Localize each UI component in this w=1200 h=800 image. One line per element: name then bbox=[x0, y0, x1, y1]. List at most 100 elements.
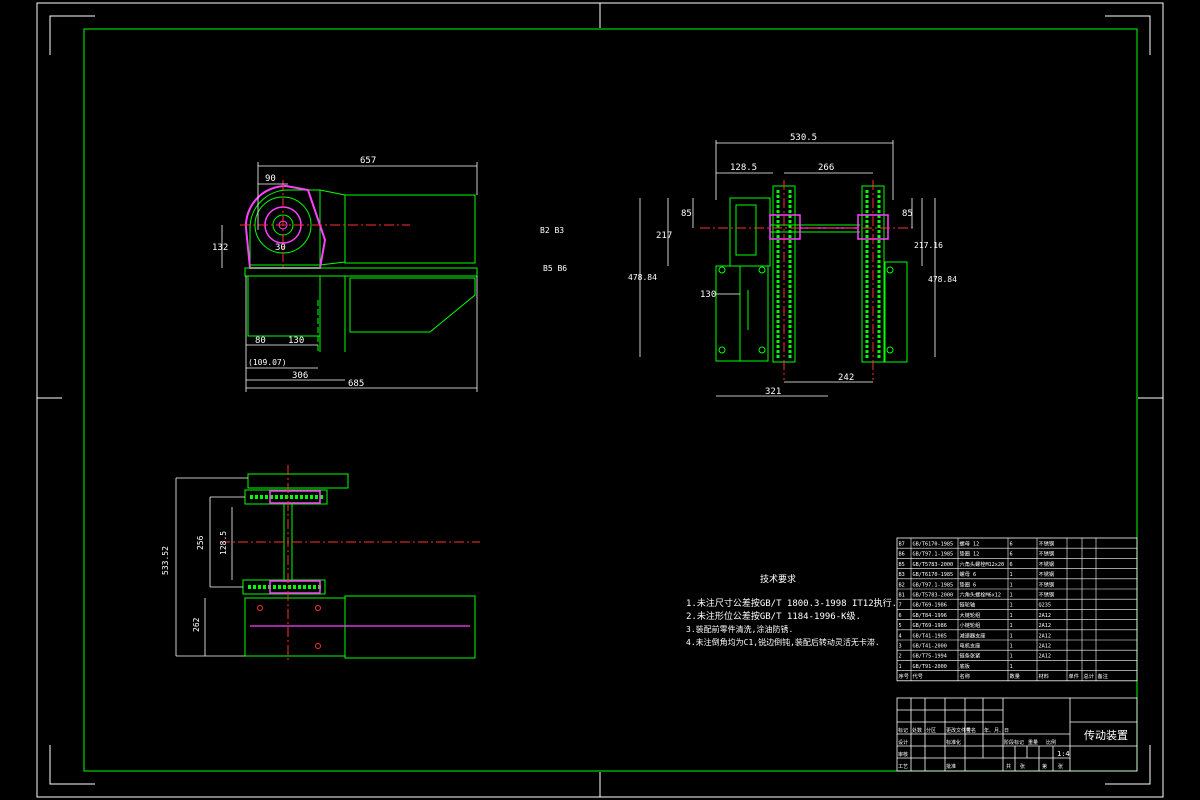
dim-front-132: 132 bbox=[212, 243, 228, 253]
tb-date: 年、月、日 bbox=[984, 727, 1009, 734]
bom-cell-code: GB/T5783-2000 bbox=[913, 593, 954, 599]
tb-sheets-2: 张 bbox=[1058, 763, 1063, 770]
title-block-text: 标记 处数 分区 更改文件号 签名 年、月、日 设计 标准化 阶段标记 重量 比… bbox=[898, 727, 1063, 770]
bom-cell-code: GB/T6170-1985 bbox=[913, 542, 954, 548]
side-dimlines bbox=[639, 140, 936, 397]
top-motor-base bbox=[244, 595, 476, 659]
bom-header-w1: 单件 bbox=[1069, 672, 1079, 680]
dim-front-657: 657 bbox=[360, 156, 376, 166]
bom-header-no: 序号 bbox=[899, 672, 909, 680]
bom-cell-mat: 2A12 bbox=[1039, 654, 1052, 660]
bom-cell-qty: 6 bbox=[1010, 562, 1013, 568]
bom-cell-no: 5 bbox=[899, 623, 902, 629]
bom-cell-name: 链条张紧 bbox=[960, 652, 981, 660]
bom-cell-mat: 2A12 bbox=[1039, 633, 1052, 639]
top-centerlines bbox=[220, 465, 480, 660]
dim-front-90: 90 bbox=[265, 174, 276, 184]
bom-cell-code: GB/T69-1986 bbox=[913, 623, 947, 629]
scale-value: 1:4 bbox=[1057, 750, 1070, 758]
drawing-name: 传动装置 bbox=[1084, 729, 1128, 742]
bom-cell-qty: 1 bbox=[1010, 572, 1013, 578]
top-view: 533.52 256 128.5 262 bbox=[161, 465, 480, 660]
bom-cell-no: B6 bbox=[899, 552, 905, 558]
dim-front-306: 306 bbox=[292, 371, 308, 381]
dim-front-30: 30 bbox=[275, 243, 286, 253]
section-mark-b5b6: B5 B6 bbox=[543, 264, 567, 273]
inner-border bbox=[83, 28, 1138, 772]
bom-cell-no: B3 bbox=[899, 572, 905, 578]
bom-cell-qty: 1 bbox=[1010, 654, 1013, 660]
chain-housing bbox=[249, 189, 346, 266]
bom-cell-mat: 不锈钢 bbox=[1039, 540, 1055, 548]
tech-req-item-3: 3.装配前零件清洗,涂油防锈. bbox=[686, 624, 793, 634]
dim-side-266: 266 bbox=[818, 163, 834, 173]
dim-side-85-right: 85 bbox=[902, 209, 913, 219]
dim-side-530: 530.5 bbox=[790, 133, 817, 143]
tech-req-item-4: 4.未注倒角均为C1,锐边倒钝,装配后转动灵活无卡滞. bbox=[686, 637, 880, 647]
chain-loop bbox=[244, 184, 327, 269]
bom-cell-no: B7 bbox=[899, 542, 905, 548]
bom-cell-code: GB/T69-1986 bbox=[913, 603, 947, 609]
bom-cell-no: B2 bbox=[899, 582, 905, 588]
dim-side-217-16: 217.16 bbox=[914, 241, 943, 250]
bom-cell-mat: 不锈钢 bbox=[1039, 560, 1055, 568]
bom-cell-code: GB/T6170-1985 bbox=[913, 572, 954, 578]
tb-review: 审核 bbox=[898, 751, 908, 758]
bom-cell-qty: 6 bbox=[1010, 552, 1013, 558]
tech-req-item-2: 2.未注形位公差按GB/T 1184-1996-K级. bbox=[686, 610, 861, 622]
tb-sheet-no: 第 bbox=[1042, 763, 1047, 770]
bom-cell-code: GB/T41-2000 bbox=[913, 644, 947, 650]
tb-scale-label: 比例 bbox=[1046, 739, 1056, 746]
tech-req-title: 技术要求 bbox=[760, 573, 796, 585]
tb-count: 处数 bbox=[912, 727, 922, 734]
front-centerlines bbox=[240, 180, 410, 270]
bom-header-code: 代号 bbox=[913, 672, 923, 680]
bom-cell-mat: 不锈钢 bbox=[1039, 550, 1055, 558]
tb-approve: 批准 bbox=[946, 763, 956, 770]
tb-zone: 分区 bbox=[926, 727, 936, 734]
bom-cell-mat: 2A12 bbox=[1039, 623, 1052, 629]
bom-cell-code: GB/T91-2000 bbox=[913, 664, 947, 670]
dim-top-533: 533.52 bbox=[161, 546, 170, 575]
bom-cell-name: 底板 bbox=[960, 662, 971, 670]
tb-standard: 标准化 bbox=[946, 739, 961, 746]
side-bolts bbox=[718, 266, 894, 354]
bom-cell-qty: 1 bbox=[1010, 664, 1013, 670]
dim-side-85-left: 85 bbox=[681, 209, 692, 219]
bom-cell-qty: 6 bbox=[1010, 542, 1013, 548]
section-mark-b2b3: B2 B3 bbox=[540, 226, 564, 235]
bom-cell-no: B5 bbox=[899, 562, 905, 568]
bom-header-qty: 数量 bbox=[1010, 672, 1020, 680]
dim-top-256: 256 bbox=[196, 535, 205, 550]
bom-header-name: 名称 bbox=[960, 672, 970, 680]
dim-front-130: 130 bbox=[288, 336, 304, 346]
dim-side-321: 321 bbox=[765, 387, 781, 397]
bom-cell-no: 3 bbox=[899, 644, 902, 650]
bom-cell-name: 螺母 6 bbox=[960, 570, 977, 578]
bom-cell-qty: 1 bbox=[1010, 613, 1013, 619]
dim-top-128: 128.5 bbox=[219, 531, 228, 555]
bom-cell-no: B1 bbox=[899, 593, 905, 599]
tb-sign: 签名 bbox=[966, 727, 976, 734]
bom-cell-name: 螺母 12 bbox=[960, 540, 980, 548]
bom-cell-no: 4 bbox=[899, 633, 902, 639]
bom-cell-code: GB/T97.1-1985 bbox=[913, 552, 954, 558]
bom-cell-name: 链轮轴 bbox=[960, 601, 976, 609]
bom-cell-code: GB/T41-1985 bbox=[913, 633, 947, 639]
dim-side-478-right: 478.84 bbox=[928, 275, 957, 284]
bom-cell-qty: 1 bbox=[1010, 603, 1013, 609]
base-frame bbox=[244, 267, 478, 352]
bom-cell-name: 小链轮组 bbox=[960, 621, 981, 629]
bom-cell-mat: 不锈钢 bbox=[1039, 580, 1055, 588]
motor-body bbox=[344, 194, 476, 264]
bom-cell-mat: 不锈钢 bbox=[1039, 570, 1055, 578]
dim-top-262: 262 bbox=[192, 617, 201, 632]
tb-stage: 阶段标记 bbox=[1004, 739, 1024, 746]
tb-total: 共 bbox=[1006, 763, 1011, 770]
dim-front-109: (109.07) bbox=[248, 358, 287, 367]
dim-side-130: 130 bbox=[700, 290, 716, 300]
bom-cell-qty: 1 bbox=[1010, 633, 1013, 639]
technical-requirements: 技术要求 1.未注尺寸公差按GB/T 1800.3-1998 IT12执行. 2… bbox=[686, 573, 897, 647]
bom-cell-code: GB/T75-1994 bbox=[913, 654, 947, 660]
